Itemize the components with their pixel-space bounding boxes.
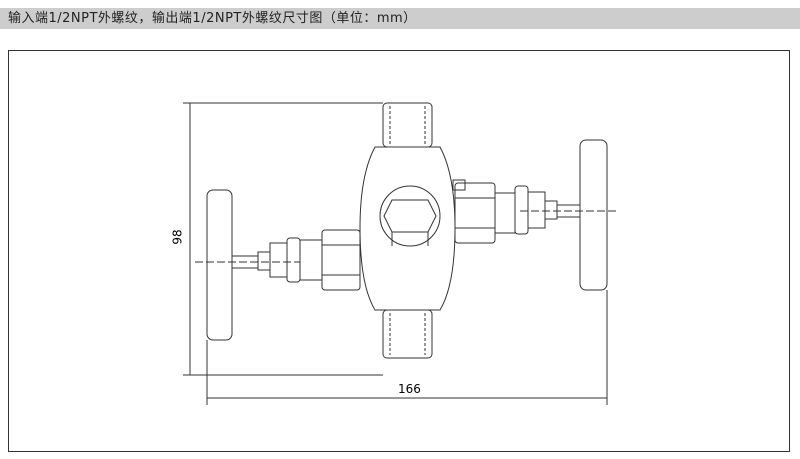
dimension-height xyxy=(183,102,608,405)
drawing-title: 输入端1/2NPT外螺纹，输出端1/2NPT外螺纹尺寸图（单位：mm） xyxy=(0,8,800,29)
height-dimension-label: 98 xyxy=(170,229,185,245)
drawing-frame xyxy=(8,50,790,452)
bottom-port xyxy=(382,309,433,359)
top-port xyxy=(382,102,433,148)
valve-body xyxy=(359,146,456,311)
right-valve-assembly xyxy=(452,139,618,291)
width-dimension-label: 166 xyxy=(398,382,421,396)
left-valve-assembly xyxy=(195,189,361,341)
